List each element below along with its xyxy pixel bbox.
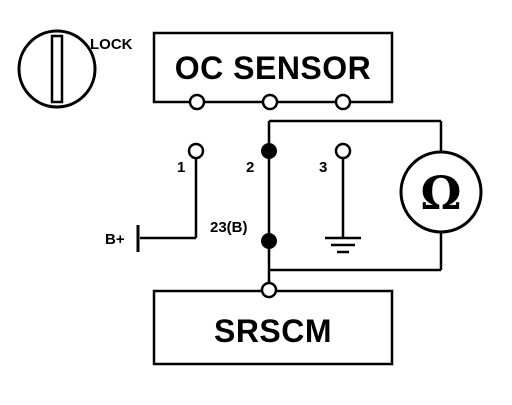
connector-23b-terminal bbox=[261, 233, 277, 249]
terminal-1 bbox=[187, 142, 205, 160]
ignition-lock-icon bbox=[17, 29, 97, 109]
terminal-2 bbox=[261, 143, 277, 159]
wiring-lines bbox=[140, 119, 443, 284]
srscm-pin bbox=[260, 281, 278, 299]
terminal-3 bbox=[334, 142, 352, 160]
terminal-3-label: 3 bbox=[319, 159, 327, 176]
oc-sensor-pins bbox=[188, 93, 352, 111]
terminal-1-label: 1 bbox=[177, 159, 185, 176]
ground-icon bbox=[325, 236, 361, 254]
connector-label: 23(B) bbox=[210, 219, 248, 236]
srscm-label: SRSCM bbox=[214, 313, 332, 349]
lock-label: LOCK bbox=[90, 36, 133, 53]
ohmmeter-symbol: Ω bbox=[421, 166, 462, 220]
oc-sensor-label: OC SENSOR bbox=[175, 50, 372, 86]
srscm-box bbox=[152, 289, 394, 366]
oc-sensor-box bbox=[152, 31, 394, 104]
terminal-2-label: 2 bbox=[246, 159, 254, 176]
battery-label: B+ bbox=[105, 231, 125, 248]
ohmmeter-icon bbox=[399, 150, 483, 234]
